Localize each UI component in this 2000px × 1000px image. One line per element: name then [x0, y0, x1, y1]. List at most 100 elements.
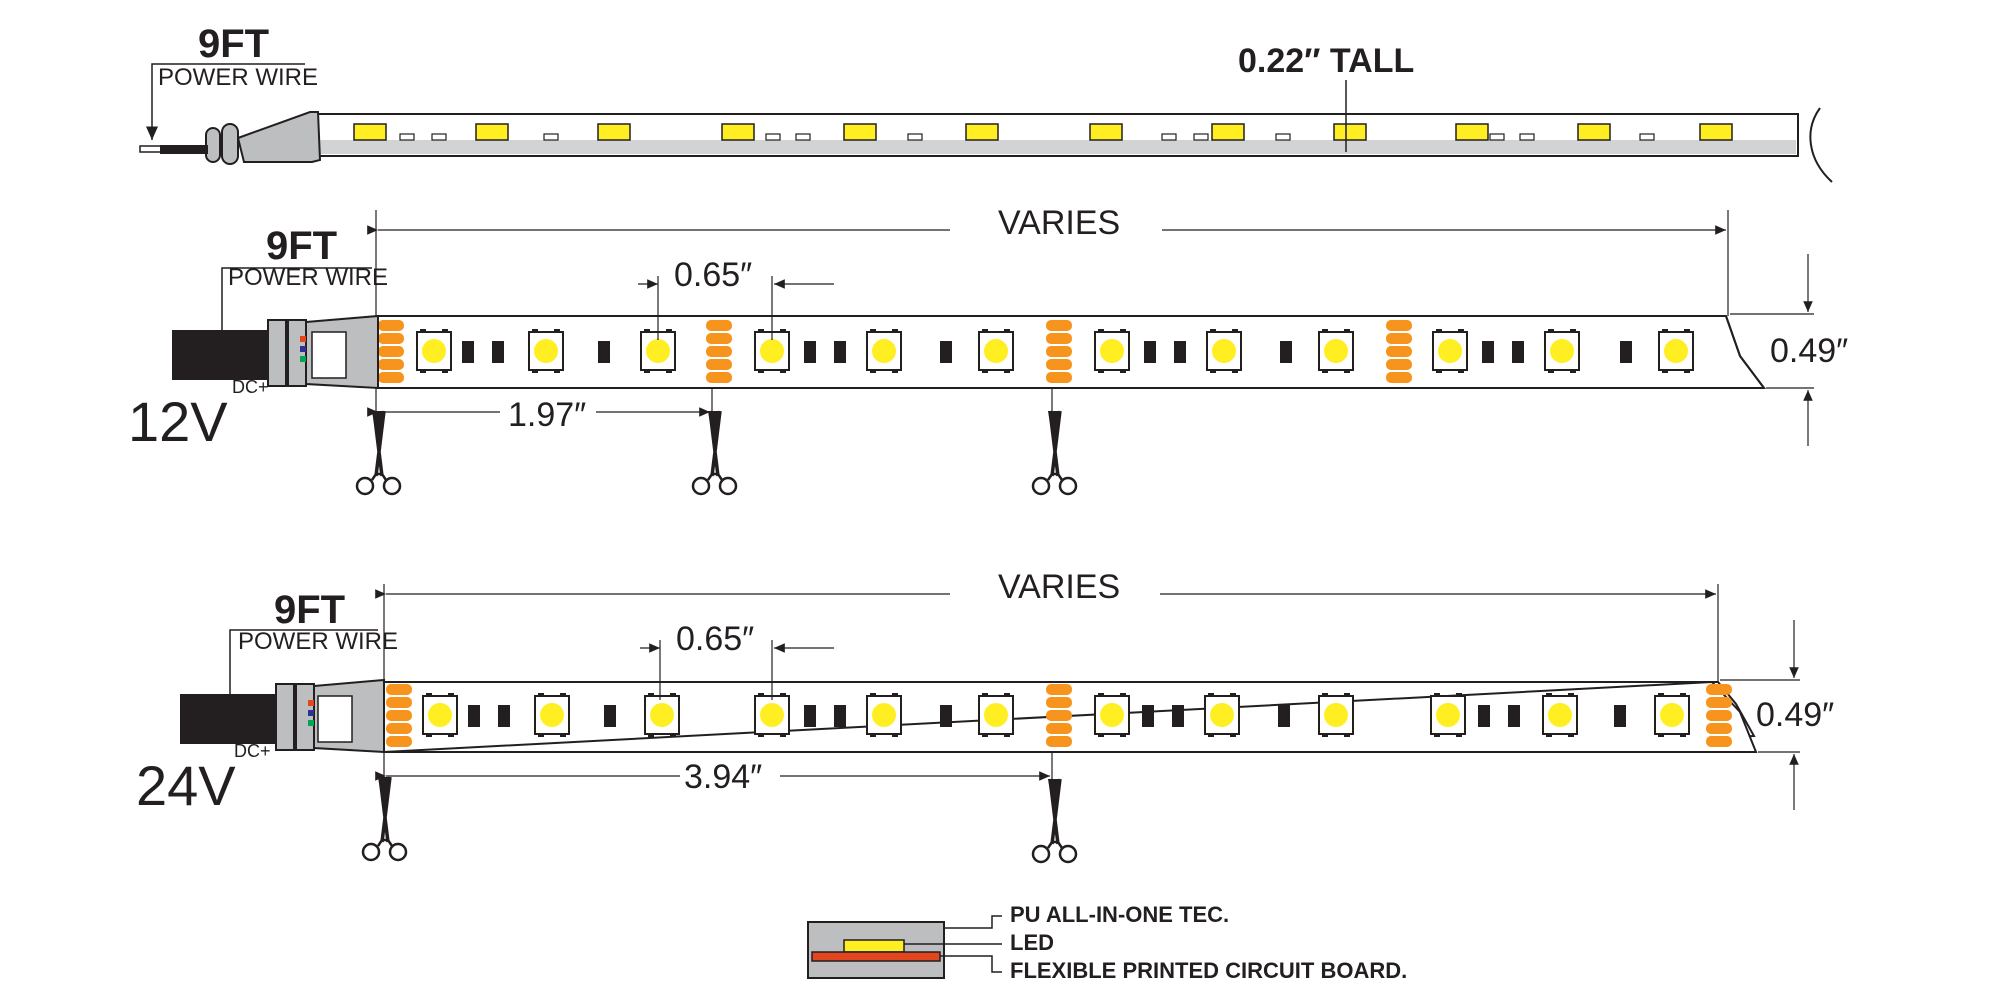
side-view-component [1489, 133, 1505, 141]
side-view-led-chip [843, 123, 877, 141]
strip-24v-polarity: DC+ [234, 741, 271, 761]
strip-24v-resistor [1142, 705, 1154, 727]
strip-12v-copper-pad [706, 333, 732, 344]
strip-12v-resistor [804, 341, 816, 363]
side-view-led-chip [475, 123, 509, 141]
strip-12v-width-label: 0.49″ [1770, 332, 1849, 370]
strip-12v-resistor [462, 341, 474, 363]
strip-12v-pitch-label: 0.65″ [674, 256, 753, 294]
side-view-led-chip [721, 123, 755, 141]
strip-12v-copper-pad [1386, 333, 1412, 344]
strip-24v-led-chip [1318, 693, 1354, 737]
strip-24v-copper-pad [1046, 710, 1072, 721]
strip-12v-polarity: DC+ [232, 377, 269, 397]
strip-12v-resistor [834, 341, 846, 363]
strip-24v-copper-pad [1046, 736, 1072, 747]
strip-24v-copper-pad [1706, 710, 1732, 721]
strip-24v-led-chip [1430, 693, 1466, 737]
strip-24v-copper-pad [386, 710, 412, 721]
strip-12v-copper-pad [378, 346, 404, 357]
side-view-component [1161, 133, 1177, 141]
side-view-height-label: 0.22″ TALL [1238, 42, 1415, 80]
strip-24v-copper-pad [1706, 697, 1732, 708]
strip-24v-width-label: 0.49″ [1756, 696, 1835, 734]
strip-12v-copper-pad [706, 359, 732, 370]
strip-12v-led-chip [1432, 329, 1468, 373]
side-view-component [1275, 133, 1291, 141]
strip-12v-led-chip [754, 329, 790, 373]
legend-leader-pcb [940, 955, 1002, 973]
strip-24v-resistor [1172, 705, 1184, 727]
side-view-led-chip [1577, 123, 1611, 141]
strip-12v-wire-label: POWER WIRE [228, 264, 388, 291]
strip-12v-copper-pad [706, 372, 732, 383]
scissors-icon [355, 409, 402, 496]
strip-24v-led-chip [754, 693, 790, 737]
strip-24v-copper-pad [1706, 723, 1732, 734]
strip-12v-copper-pad [378, 359, 404, 370]
strip-24v-led-chip [1094, 693, 1130, 737]
side-view-wire-leader [146, 63, 305, 140]
strip-24v-led-chip [422, 693, 458, 737]
strip-12v-copper-pad [1046, 372, 1072, 383]
strip-12v-led-chip [528, 329, 564, 373]
scissors-icon [1031, 777, 1078, 864]
strip-12v-resistor [1512, 341, 1524, 363]
strip-12v-cut-label: 1.97″ [508, 396, 587, 434]
strip-24v-copper-pad [1046, 723, 1072, 734]
side-view-component [431, 133, 447, 141]
strip-12v-led-chip [1544, 329, 1580, 373]
strip-12v-resistor [598, 341, 610, 363]
side-view-led-chip [353, 123, 387, 141]
strip-24v-resistor [1278, 705, 1290, 727]
strip-24v-copper-pad [386, 697, 412, 708]
side-view-led-chip [965, 123, 999, 141]
strip-24v-copper-pad [1046, 697, 1072, 708]
strip-12v-resistor [1144, 341, 1156, 363]
side-view-component [795, 133, 811, 141]
side-view-led-chip [597, 123, 631, 141]
legend-pcb-label: FLEXIBLE PRINTED CIRCUIT BOARD. [1010, 958, 1408, 983]
strip-12v-copper-pad [1386, 346, 1412, 357]
strip-12v-voltage: 12V [128, 390, 228, 453]
strip-24v-wire-length: 9FT [274, 588, 346, 632]
strip-24v-length-label: VARIES [998, 568, 1121, 606]
strip-24v-cut-label: 3.94″ [684, 758, 763, 796]
strip-12v-copper-pad [378, 320, 404, 331]
strip-24v-resistor [1614, 705, 1626, 727]
strip-24v-copper-pad [1706, 736, 1732, 747]
strip-24v-copper-pad [386, 723, 412, 734]
side-view-wire-label: POWER WIRE [158, 64, 318, 91]
strip-24v-resistor [1478, 705, 1490, 727]
side-view-component [907, 133, 923, 141]
strip-12v-resistor [1174, 341, 1186, 363]
strip-12v-cable [172, 330, 276, 380]
strip-12v-led-chip [416, 329, 452, 373]
strip-12v-copper-pad [706, 346, 732, 357]
strip-12v-copper-pad [1046, 346, 1072, 357]
strip-12v-led-chip [640, 329, 676, 373]
side-view-component [765, 133, 781, 141]
strip-12v-resistor [1280, 341, 1292, 363]
side-view-base [320, 140, 1796, 154]
strip-12v-copper-pad [378, 333, 404, 344]
side-view-led-chip [1333, 123, 1367, 141]
strip-24v-led-chip [1654, 693, 1690, 737]
side-view-wire [160, 145, 208, 154]
side-view-component [399, 133, 415, 141]
scissors-icon [1031, 409, 1078, 496]
strip-12v-copper-pad [1046, 333, 1072, 344]
strip-24v-resistor [940, 705, 952, 727]
strip-24v-cable [180, 694, 282, 744]
strip-24v-copper-pad [386, 736, 412, 747]
strip-24v-resistor [804, 705, 816, 727]
strip-12v-resistor [1620, 341, 1632, 363]
strip-24v-connector [275, 678, 385, 754]
strip-12v-resistor [1482, 341, 1494, 363]
strip-12v-copper-pad [706, 320, 732, 331]
strip-12v-resistor [940, 341, 952, 363]
strip-24v-copper-pad [1706, 684, 1732, 695]
side-view-wire-length: 9FT [198, 22, 270, 66]
side-view-connector [236, 111, 322, 163]
side-view-component [1519, 133, 1535, 141]
